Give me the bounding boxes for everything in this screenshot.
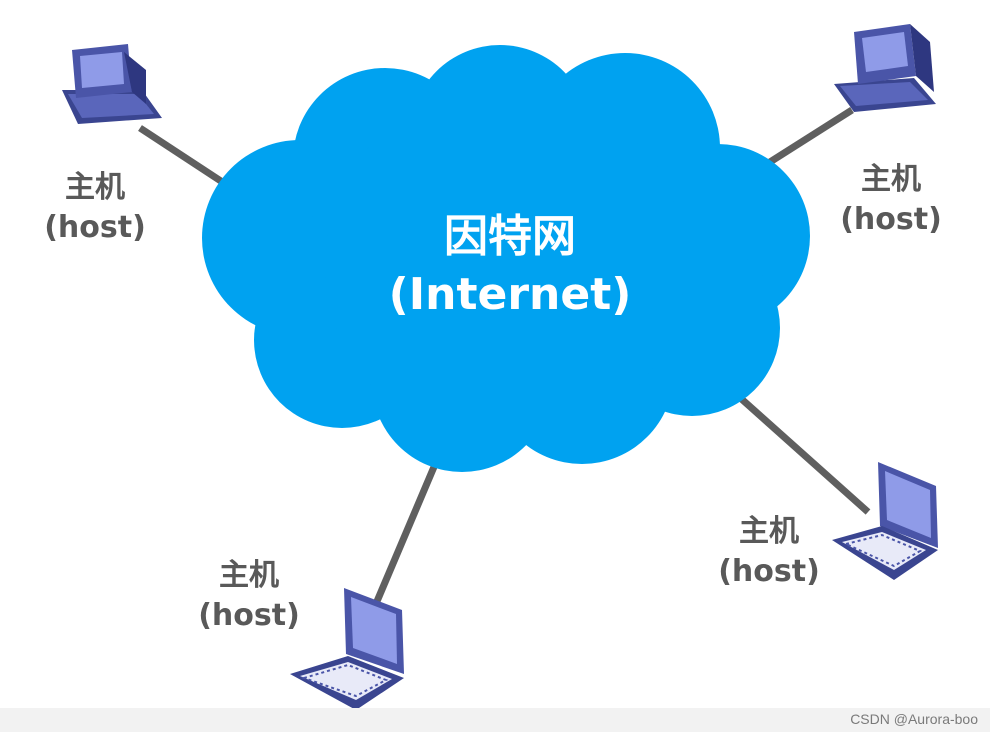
host-label-cn: 主机 [861,162,921,197]
desktop-computer-icon [834,24,936,112]
bottom-strip [0,708,990,732]
link-line-bottom-right [715,375,871,515]
internet-cloud [202,45,810,472]
internet-label-en: (Internet) [388,269,632,320]
host-label-cn: 主机 [65,170,125,205]
host-label-en: (host) [44,210,146,245]
laptop-icon [832,462,938,580]
link-line-top-right [768,107,854,165]
host-label-en: (host) [198,598,300,633]
host-label-en: (host) [718,554,820,589]
internet-label-cn: 因特网 [444,211,576,262]
link-line-bottom-left [371,446,446,608]
laptop-icon [290,588,404,710]
host-label: 主机 (host) [704,512,834,592]
desktop-computer-icon [62,44,162,124]
watermark: CSDN @Aurora-boo [850,711,978,727]
host-label-en: (host) [840,202,942,237]
host-label: 主机 (host) [184,556,314,636]
host-label: 主机 (host) [30,168,160,248]
host-label-cn: 主机 [219,558,279,593]
host-label-cn: 主机 [739,514,799,549]
internet-label: 因特网 (Internet) [300,208,720,324]
host-label: 主机 (host) [826,160,956,240]
